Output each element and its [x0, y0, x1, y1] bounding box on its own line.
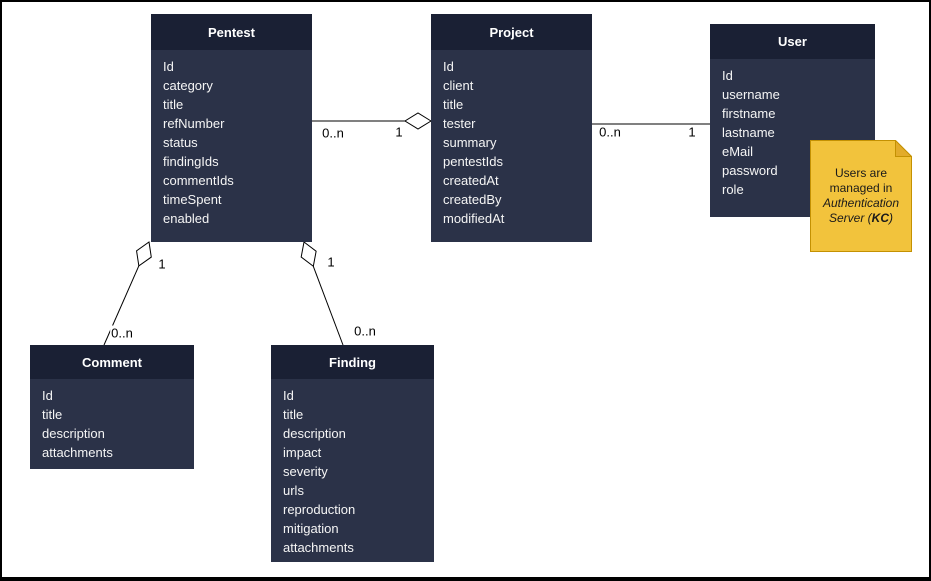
aggregation-diamond-pentest-comment[interactable] — [131, 239, 156, 269]
entity-field: status — [163, 135, 198, 150]
note-paren-open: ( — [864, 211, 872, 225]
entity-field: description — [283, 426, 346, 441]
entity-finding-title: Finding — [271, 345, 434, 379]
entity-pentest-title: Pentest — [151, 14, 312, 50]
entity-field: title — [42, 407, 63, 422]
entity-field: password — [722, 163, 778, 178]
entity-field: pentestIds — [443, 154, 503, 169]
entity-field: severity — [283, 464, 328, 479]
sticky-note-fold-corner — [895, 140, 912, 157]
sticky-note-text: Users are managed in Authentication Serv… — [814, 140, 908, 252]
entity-field: urls — [283, 483, 304, 498]
aggregation-diamond-pentest-finding[interactable] — [297, 239, 321, 269]
entity-field: createdAt — [443, 173, 499, 188]
note-italic-text: Authentication Server — [822, 196, 900, 225]
entity-field: enabled — [163, 211, 210, 226]
entity-project-fields: Id client title tester summary pentestIds crea… — [431, 50, 592, 228]
entity-field: category — [163, 78, 213, 93]
entity-field: firstname — [722, 106, 776, 121]
cardinality-label: 1 — [326, 254, 336, 270]
entity-field: description — [42, 426, 105, 441]
entity-field: impact — [283, 445, 322, 460]
note-paren-close: ) — [889, 211, 894, 225]
entity-field: timeSpent — [163, 192, 222, 207]
entity-field: modifiedAt — [443, 211, 505, 226]
sticky-note-shape — [810, 140, 912, 252]
entity-comment[interactable]: Comment Id title description attachments — [30, 345, 194, 469]
entity-field: Id — [283, 388, 294, 403]
entity-field: title — [283, 407, 304, 422]
entity-field: reproduction — [283, 502, 356, 517]
entity-field: username — [722, 87, 780, 102]
entity-field: client — [443, 78, 474, 93]
entity-field: title — [163, 97, 184, 112]
entity-finding[interactable]: Finding Id title description impact severity… — [271, 345, 434, 562]
entity-field: refNumber — [163, 116, 225, 131]
entity-finding-fields: Id title description impact severity urls repr… — [271, 379, 434, 557]
entity-user-fields: Id username firstname lastname eMail password… — [710, 59, 875, 199]
entity-field: commentIds — [163, 173, 234, 188]
cardinality-label: 0..n — [353, 323, 377, 339]
cardinality-label: 0..n — [110, 325, 134, 341]
cardinality-label: 0..n — [598, 124, 622, 140]
cardinality-label: 1 — [687, 124, 697, 140]
entity-field: Id — [42, 388, 53, 403]
entity-field: summary — [443, 135, 497, 150]
entity-field: attachments — [283, 540, 354, 555]
entity-field: title — [443, 97, 464, 112]
note-bold-italic-text: KC — [871, 211, 890, 225]
entity-comment-fields: Id title description attachments — [30, 379, 194, 462]
entity-field: findingIds — [163, 154, 219, 169]
cardinality-label: 1 — [157, 256, 167, 272]
entity-project[interactable]: Project Id client title tester summary pentes… — [431, 14, 592, 242]
connector-pentest-finding-line[interactable] — [312, 266, 344, 346]
sticky-note-body — [810, 140, 912, 252]
entity-field: mitigation — [283, 521, 339, 536]
entity-user-title: User — [710, 24, 875, 59]
entity-field: tester — [443, 116, 476, 131]
entity-pentest[interactable]: Pentest Id category title refNumber status fi… — [151, 14, 312, 242]
entity-field: Id — [722, 68, 733, 83]
entity-field: eMail — [722, 144, 754, 159]
sticky-note[interactable]: Users are managed in Authentication Serv… — [810, 140, 912, 252]
cardinality-label: 0..n — [321, 125, 345, 141]
entity-field: attachments — [42, 445, 113, 460]
entity-field: lastname — [722, 125, 775, 140]
cardinality-label: 1 — [394, 124, 404, 140]
entity-project-title: Project — [431, 14, 592, 50]
note-plain-text: Users are managed in — [829, 166, 893, 195]
entity-field: Id — [443, 59, 454, 74]
entity-field: role — [722, 182, 744, 197]
aggregation-diamond-project[interactable] — [404, 112, 432, 130]
entity-field: Id — [163, 59, 174, 74]
connector-pentest-comment-line[interactable] — [103, 265, 140, 346]
entity-comment-title: Comment — [30, 345, 194, 379]
entity-pentest-fields: Id category title refNumber status findingIds… — [151, 50, 312, 228]
entity-field: createdBy — [443, 192, 502, 207]
